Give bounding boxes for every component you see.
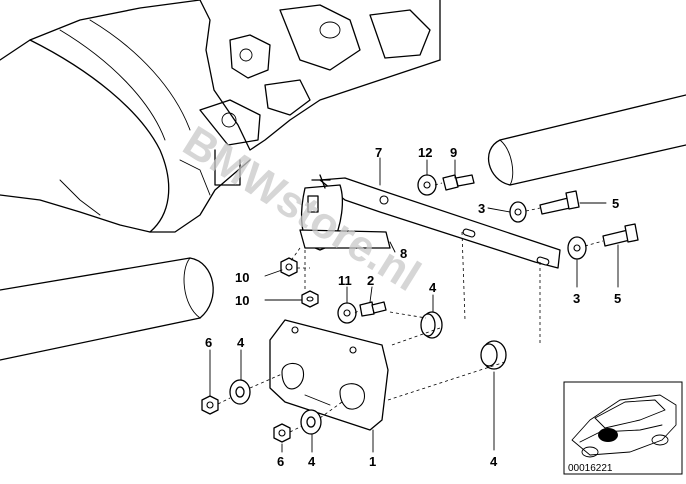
- nut-part-10-lower: [301, 290, 319, 308]
- rubber-mount-4-left: [229, 379, 251, 405]
- callout-10-upper: 10: [235, 270, 249, 285]
- callout-4-right: 4: [490, 454, 498, 469]
- washer-part-12: [417, 174, 437, 196]
- callout-2: 2: [367, 273, 374, 288]
- rubber-mount-4-upper: [420, 311, 443, 339]
- callout-9: 9: [450, 145, 457, 160]
- washer-part-3-lower: [567, 236, 587, 260]
- callout-10-lower: 10: [235, 293, 249, 308]
- rubber-mount-4-right: [480, 340, 507, 370]
- nut-part-10-upper: [280, 257, 298, 277]
- rubber-mount-4-bottom: [300, 409, 322, 435]
- callout-6-bottom: 6: [277, 454, 284, 469]
- bolt-part-5-upper: [539, 190, 580, 215]
- washer-part-3-upper: [509, 201, 527, 223]
- exhaust-pipe-right: [488, 94, 686, 186]
- washer-part-11: [337, 302, 357, 324]
- nut-part-6-bottom: [273, 423, 291, 443]
- callout-3-lower: 3: [573, 291, 580, 306]
- bolt-part-5-lower: [602, 223, 639, 247]
- callout-8: 8: [400, 246, 407, 261]
- transmission-housing: [0, 0, 441, 233]
- mount-bracket-part-1: [269, 319, 389, 431]
- nut-part-6-left: [201, 395, 219, 415]
- callout-5-upper: 5: [612, 196, 619, 211]
- callout-12: 12: [418, 145, 432, 160]
- bolt-part-9: [442, 174, 475, 191]
- callout-3-upper: 3: [478, 201, 485, 216]
- callout-7: 7: [375, 145, 382, 160]
- exhaust-pipe-left: [0, 257, 214, 361]
- callout-1: 1: [369, 454, 376, 469]
- callout-4-upper: 4: [429, 280, 437, 295]
- callout-5-lower: 5: [614, 291, 621, 306]
- reference-id: 00016221: [568, 463, 613, 474]
- clamp-part-8: [299, 174, 391, 251]
- assembly-lines: [217, 182, 604, 433]
- bracket-part-7: [319, 177, 561, 269]
- bolt-part-2: [359, 301, 387, 317]
- leader-lines: [209, 157, 619, 453]
- callout-6-left: 6: [205, 335, 212, 350]
- callout-4-left: 4: [237, 335, 245, 350]
- car-location-thumbnail: 00016221: [563, 381, 683, 475]
- callout-4-bottom: 4: [308, 454, 316, 469]
- callout-labels: 7 12 9 3 5 8 10 11 2 4 3 5 10 6 4 6 4 1 …: [205, 145, 621, 469]
- callout-11: 11: [338, 273, 352, 288]
